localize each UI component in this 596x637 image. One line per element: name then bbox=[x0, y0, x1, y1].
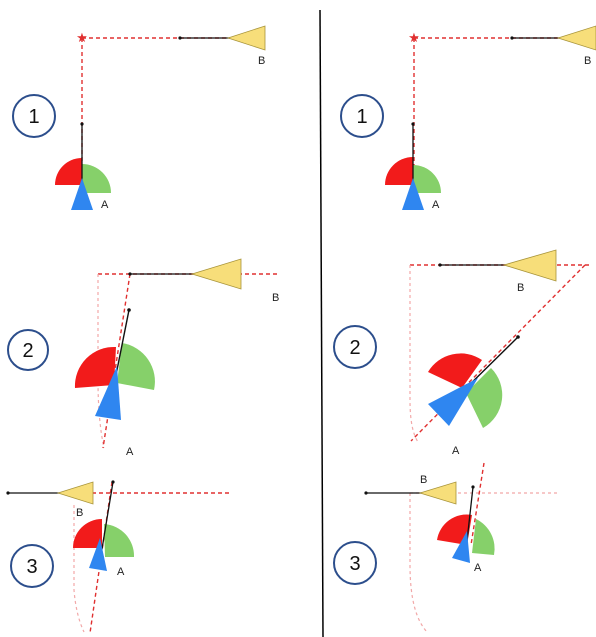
agent-a-label: A bbox=[474, 562, 482, 574]
agent-a-heading-tip bbox=[127, 308, 131, 312]
agent-a-label: A bbox=[432, 199, 440, 211]
step-ring bbox=[7, 329, 49, 371]
agent-b-triangle bbox=[190, 258, 242, 290]
step-number: 3 bbox=[26, 556, 37, 578]
agent-a-triangle bbox=[89, 538, 107, 571]
right-scene-3: B 3 A bbox=[333, 462, 558, 634]
sector-red bbox=[428, 353, 482, 388]
agent-b-label: B bbox=[584, 55, 591, 67]
agent-a-heading-tip bbox=[411, 122, 415, 126]
goal-star-icon: ★ bbox=[76, 31, 88, 46]
step-ring bbox=[333, 541, 377, 585]
step-number: 1 bbox=[28, 106, 39, 128]
agent-b-heading-tip bbox=[178, 36, 182, 40]
agent-b-heading-tip bbox=[6, 491, 10, 495]
path-faint-old bbox=[73, 505, 85, 633]
agent-a-heading bbox=[100, 481, 114, 556]
step-number: 2 bbox=[22, 340, 33, 362]
agent-b-triangle bbox=[226, 25, 266, 51]
agent-b-heading-tip bbox=[438, 263, 442, 267]
path-faint-old bbox=[409, 493, 429, 634]
step-ring bbox=[333, 325, 377, 369]
agent-a-label: A bbox=[101, 199, 109, 211]
left-scene-1: ★ B 1 A bbox=[12, 25, 266, 211]
step-number: 2 bbox=[349, 337, 360, 359]
agent-a-label: A bbox=[452, 445, 460, 457]
agent-b-label: B bbox=[420, 474, 427, 486]
path-to-goal bbox=[102, 273, 131, 449]
step-number: 1 bbox=[356, 106, 367, 128]
agent-b-label: B bbox=[517, 282, 524, 294]
agent-b-heading-tip bbox=[128, 272, 132, 276]
agent-a-triangle bbox=[402, 178, 424, 210]
agent-b-triangle bbox=[556, 25, 596, 51]
agent-b-label: B bbox=[258, 55, 265, 67]
agent-a-heading-tip bbox=[516, 335, 520, 339]
agent-a-heading-tip bbox=[111, 480, 115, 484]
sector-green bbox=[82, 164, 111, 193]
agent-a-triangle bbox=[428, 378, 478, 426]
path-to-goal bbox=[89, 481, 113, 634]
sector-green bbox=[413, 165, 441, 193]
step-number: 3 bbox=[349, 553, 360, 575]
sector-green bbox=[466, 368, 503, 428]
step-ring bbox=[10, 544, 54, 588]
step-ring bbox=[340, 94, 384, 138]
path-faint-old bbox=[409, 265, 419, 443]
agent-b-heading-tip bbox=[510, 36, 514, 40]
agent-a-label: A bbox=[117, 566, 125, 578]
sector-red bbox=[385, 157, 413, 185]
sector-red bbox=[55, 158, 82, 185]
right-scene-2: B 2 A bbox=[333, 249, 590, 457]
agent-a-triangle bbox=[452, 531, 470, 563]
agent-b-label: B bbox=[76, 507, 83, 519]
agent-b-triangle bbox=[418, 481, 457, 505]
left-scene-3: B 3 A bbox=[6, 480, 232, 634]
left-panel: ★ B 1 A B 2 bbox=[6, 25, 279, 634]
left-scene-2: B 2 A bbox=[7, 258, 279, 458]
agent-a-heading-tip bbox=[80, 122, 84, 126]
agent-a-label: A bbox=[126, 446, 134, 458]
agent-b-heading-tip bbox=[364, 491, 368, 495]
sector-green bbox=[104, 524, 135, 557]
step-ring bbox=[12, 94, 56, 138]
sector-red bbox=[73, 519, 102, 548]
goal-star-icon: ★ bbox=[408, 31, 420, 46]
agent-a-triangle bbox=[95, 366, 121, 420]
right-panel: ★ B 1 A B 2 bbox=[333, 25, 596, 634]
agent-b-label: B bbox=[272, 292, 279, 304]
sector-green bbox=[117, 343, 155, 390]
sector-green bbox=[472, 519, 495, 555]
agent-b-triangle bbox=[56, 481, 94, 505]
agent-b-triangle bbox=[502, 249, 557, 282]
panel-divider bbox=[319, 9, 324, 637]
agent-a-heading-tip bbox=[471, 485, 475, 489]
sector-red bbox=[74, 346, 116, 388]
agent-a-triangle bbox=[71, 178, 93, 210]
right-scene-1: ★ B 1 A bbox=[340, 25, 596, 211]
sector-red bbox=[437, 514, 472, 545]
path-diagonal bbox=[410, 264, 586, 442]
